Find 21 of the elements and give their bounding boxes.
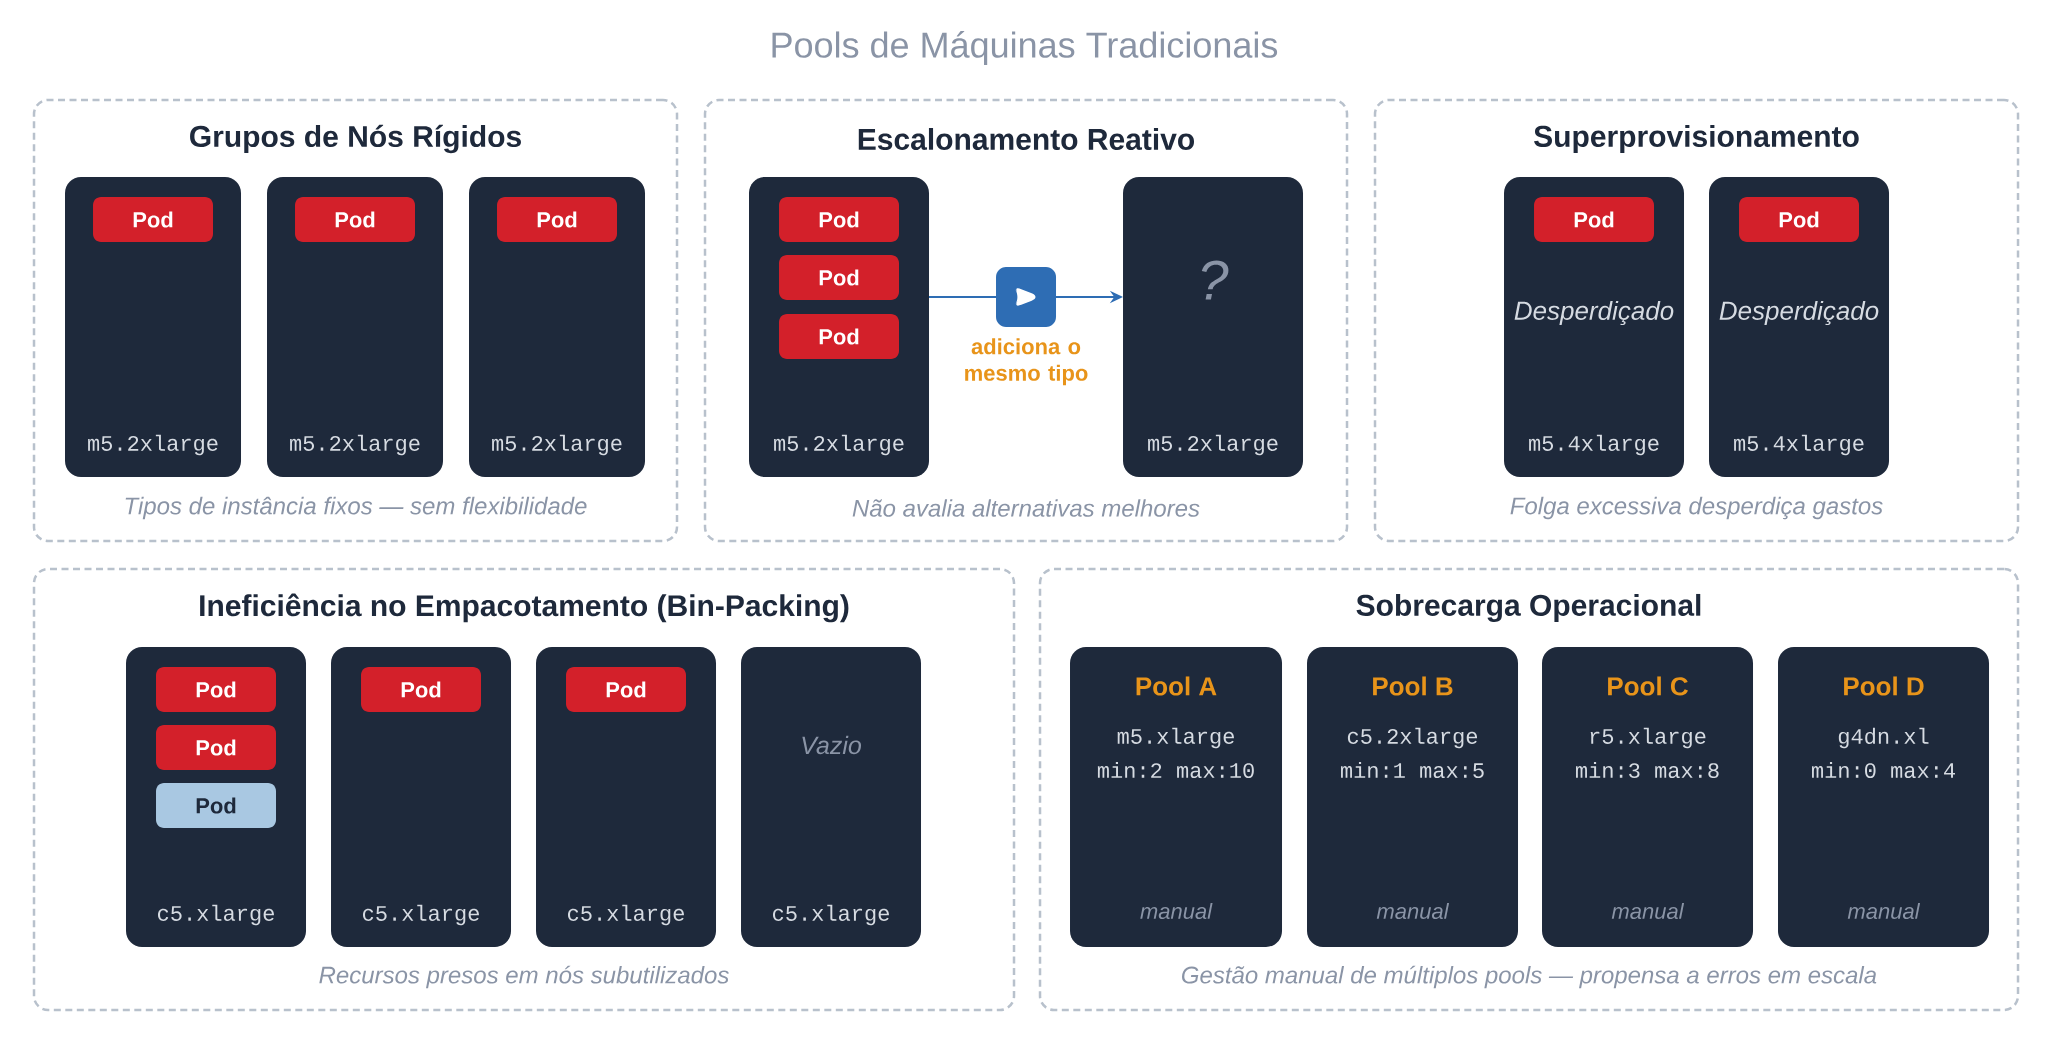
pool-card: Pool D g4dn.xl min:0 max:4 manual [1778,647,1989,947]
diagram-title: Pools de Máquinas Tradicionais [772,31,1278,65]
pod-box: Pod [361,667,481,712]
edge-label: adiciona o mesmo tipo [950,337,1102,387]
instance-box: Vazio c5.xlarge [741,647,921,947]
pod-box: Pod [497,197,617,242]
pod-box: Pod [566,667,686,712]
pod-box: Pod [93,197,213,242]
pod-box: Pod [779,255,899,300]
pod-box: Pod [1534,197,1654,242]
pod-box: Pod [156,725,276,770]
pod-box: Pod [156,783,276,828]
instance-box: ? m5.2xlarge [1123,177,1303,477]
pod-box: Pod [779,314,899,359]
pool-card: Pool C r5.xlarge min:3 max:8 manual [1542,647,1753,947]
pod-box: Pod [295,197,415,242]
pod-box: Pod [1739,197,1859,242]
pod-box: Pod [156,667,276,712]
pool-card: Pool B c5.2xlarge min:1 max:5 manual [1307,647,1518,947]
pod-box: Pod [779,197,899,242]
pool-card: Pool A m5.xlarge min:2 max:10 manual [1070,647,1282,947]
